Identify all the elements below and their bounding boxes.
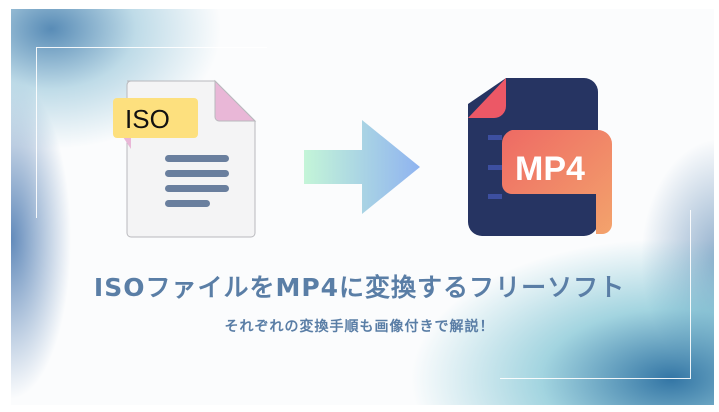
iso-file-icon: ISO [113,79,257,238]
iso-label: ISO [125,104,170,134]
arrow-right-icon [304,120,420,214]
frame-bottom-right [500,210,691,379]
page-subtitle: それぞれの変換手順も画像付きで解説！ [224,319,495,335]
frame-top-left [36,47,267,218]
mp4-label: MP4 [515,150,585,188]
page-title: ISOファイルをMP4に変換するフリーソフト [93,273,626,302]
mp4-file-icon: MP4 [468,78,612,236]
